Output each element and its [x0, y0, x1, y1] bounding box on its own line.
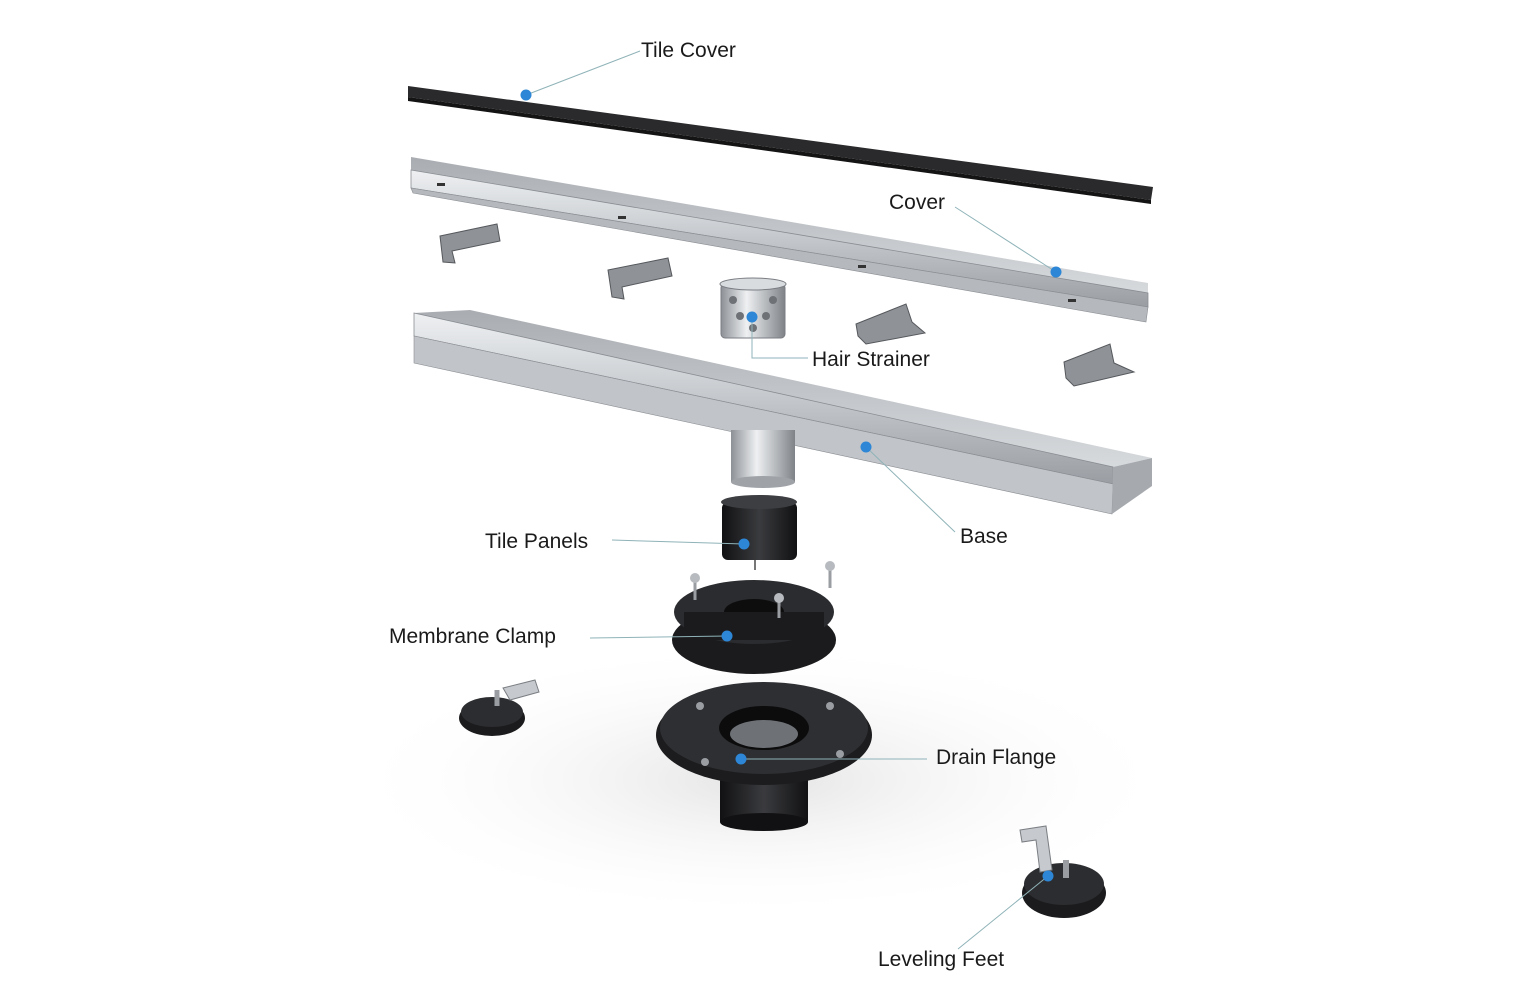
marker-leveling-feet — [1042, 870, 1054, 882]
leader-lines — [525, 50, 1057, 950]
marker-tile-panels — [738, 538, 750, 550]
markers — [520, 89, 1062, 882]
label-membrane-clamp: Membrane Clamp — [389, 625, 556, 648]
leader-cover — [954, 206, 1057, 273]
marker-cover — [1050, 266, 1062, 278]
leader-tile-cover — [525, 50, 641, 96]
tile-cover-part — [408, 86, 1153, 204]
bracket-1 — [439, 223, 501, 264]
leader-base — [865, 446, 956, 533]
outlet-pipe — [731, 430, 795, 488]
bracket-4 — [1063, 343, 1136, 387]
marker-hair-strainer — [746, 311, 758, 323]
marker-base — [860, 441, 872, 453]
marker-membrane-clamp — [721, 630, 733, 642]
label-tile-panels: Tile Panels — [485, 530, 588, 553]
bracket-2 — [607, 257, 673, 300]
leader-hair-strainer — [751, 317, 808, 359]
leader-leveling-feet — [957, 875, 1049, 950]
base-part — [413, 310, 1152, 515]
leader-tile-panels — [611, 539, 745, 545]
labels: Tile Cover Cover Hair Strainer Base Tile… — [389, 39, 1056, 971]
leader-membrane-clamp — [589, 635, 728, 639]
label-hair-strainer: Hair Strainer — [812, 348, 930, 371]
label-cover: Cover — [889, 191, 945, 214]
hair-strainer-part — [719, 277, 787, 339]
leveling-foot-left — [459, 679, 540, 736]
label-leveling-feet: Leveling Feet — [878, 948, 1004, 971]
bracket-3 — [855, 303, 927, 345]
label-drain-flange: Drain Flange — [936, 746, 1056, 769]
label-base: Base — [960, 525, 1008, 548]
tile-panels-part — [721, 495, 797, 570]
marker-tile-cover — [520, 89, 532, 101]
label-tile-cover: Tile Cover — [641, 39, 736, 62]
marker-drain-flange — [735, 753, 747, 765]
membrane-clamp-part — [672, 561, 836, 674]
cover-part — [410, 157, 1149, 323]
drain-flange-part — [656, 682, 872, 831]
